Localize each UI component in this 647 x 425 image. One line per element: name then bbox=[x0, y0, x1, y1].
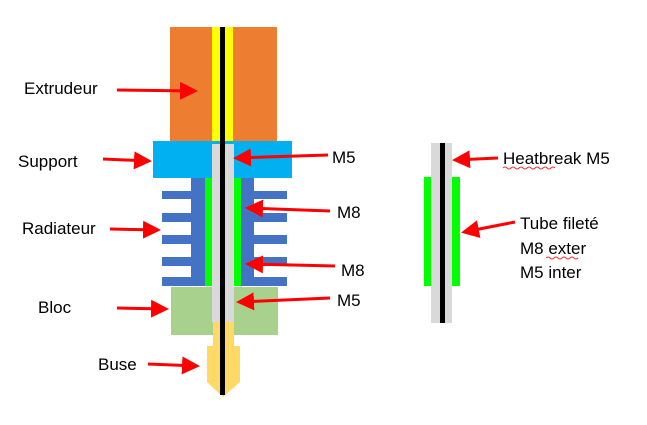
label-m8-top: M8 bbox=[337, 203, 361, 222]
label-tube-line1: Tube fileté bbox=[520, 214, 599, 233]
arrow-m5-top bbox=[233, 148, 329, 167]
arrow-heatbreak bbox=[452, 150, 499, 169]
label-nozzle: Buse bbox=[98, 355, 137, 374]
arrow-m5-bottom bbox=[236, 292, 331, 311]
label-tube-line2: M8 exter bbox=[520, 239, 586, 258]
label-support: Support bbox=[18, 152, 78, 171]
arrow-support bbox=[102, 151, 152, 170]
arrow-tube bbox=[461, 220, 516, 238]
label-heatbreak: Heatbreak M5 bbox=[503, 149, 610, 168]
detail-filament bbox=[440, 143, 445, 323]
arrow-m8-top bbox=[245, 199, 331, 218]
label-m8-bottom: M8 bbox=[341, 261, 365, 280]
label-block: Bloc bbox=[38, 298, 72, 317]
label-m5-top: M5 bbox=[332, 148, 356, 167]
filament bbox=[220, 27, 225, 395]
arrow-heatsink bbox=[109, 220, 161, 239]
spellcheck-underline bbox=[545, 256, 579, 260]
arrow-block bbox=[116, 299, 169, 318]
arrow-nozzle bbox=[147, 356, 200, 375]
label-heatsink: Radiateur bbox=[22, 219, 96, 238]
label-tube-line3: M5 inter bbox=[520, 263, 582, 282]
spellcheck-underline bbox=[502, 166, 556, 170]
arrow-m8-bottom bbox=[245, 255, 336, 274]
label-extruder: Extrudeur bbox=[24, 79, 98, 98]
label-m5-bottom: M5 bbox=[337, 291, 361, 310]
arrow-extruder bbox=[116, 81, 198, 100]
